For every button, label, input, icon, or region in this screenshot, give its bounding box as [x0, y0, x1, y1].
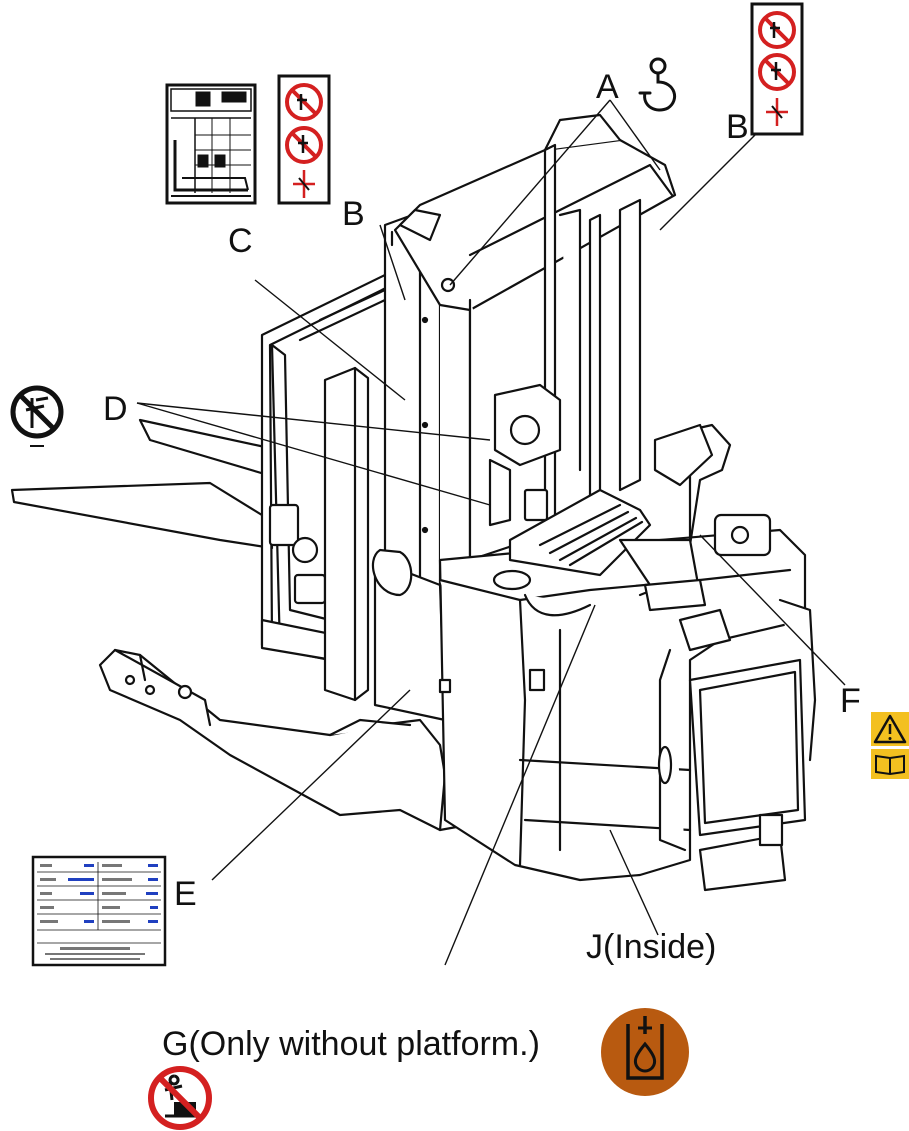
warning-read-manual-icon	[871, 712, 909, 779]
leader-line-d1	[136, 402, 491, 506]
leader-line-b-left	[379, 224, 406, 301]
label-f: F	[840, 682, 861, 720]
load-chart-decal-icon	[165, 83, 257, 205]
label-b-right: B	[726, 108, 749, 146]
leader-lines	[136, 99, 846, 966]
leader-line-b-right	[659, 129, 761, 231]
label-j: J(Inside)	[586, 928, 716, 966]
no-hand-through-mast-icon	[10, 385, 64, 447]
label-a: A	[596, 68, 619, 106]
top-control-panel	[678, 513, 772, 652]
leader-line-d2	[136, 402, 491, 441]
lifting-hook-icon	[638, 57, 677, 112]
leader-line-a2	[449, 99, 611, 286]
leader-line-e	[211, 689, 411, 881]
hydraulic-block	[488, 383, 562, 527]
leader-line-g	[444, 604, 596, 966]
upper-forks	[10, 418, 274, 550]
operator-guard	[657, 598, 817, 892]
forklift-drawing	[10, 113, 817, 892]
label-d: D	[103, 390, 128, 428]
callout-labels: A B B C D E F J(Inside) G(Only without p…	[103, 68, 861, 1063]
label-g: G(Only without platform.)	[162, 1025, 540, 1063]
leader-line-j	[609, 829, 659, 936]
label-c: C	[228, 222, 253, 260]
leader-line-f	[699, 534, 846, 686]
nameplate-decal-icon	[31, 855, 167, 967]
leader-line-a1	[609, 99, 661, 171]
no-standing-under-fork-decal-icon	[750, 2, 804, 136]
label-e: E	[174, 875, 197, 913]
inner-mast	[323, 366, 370, 702]
leader-line-c	[254, 279, 406, 401]
top-deck-grid	[508, 488, 652, 577]
label-b-left: B	[342, 195, 365, 233]
no-riding-on-truck-icon	[148, 1066, 212, 1130]
tiller-handle	[618, 423, 732, 612]
hydraulic-oil-icon	[601, 1008, 689, 1096]
no-standing-under-fork-decal-icon	[277, 74, 331, 205]
